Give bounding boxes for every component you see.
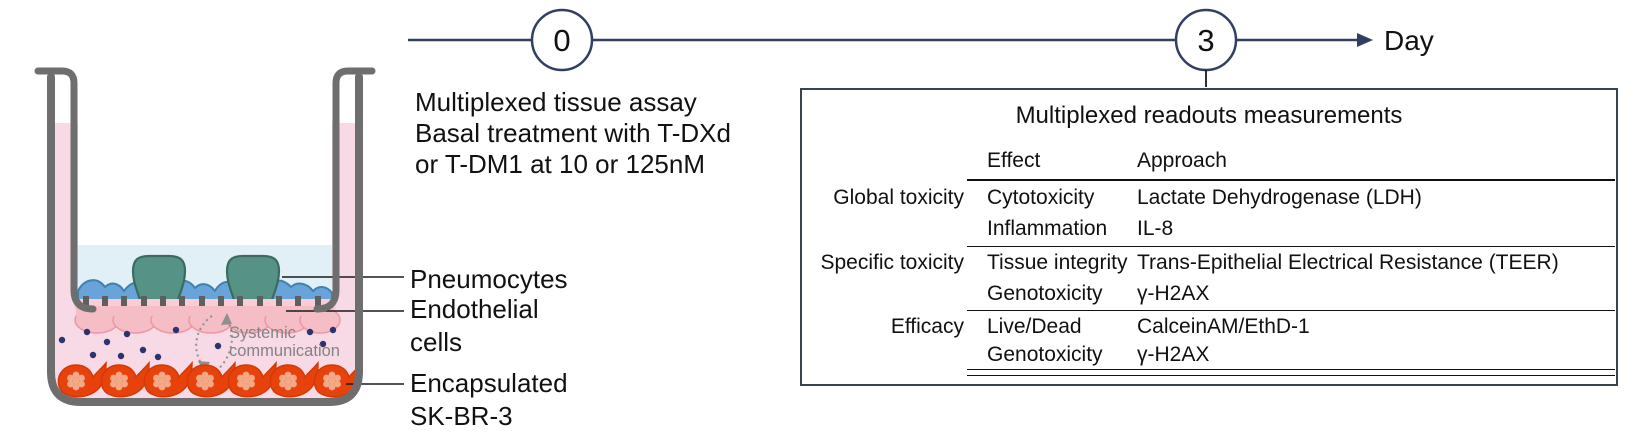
approach-cell: IL-8	[1137, 217, 1174, 240]
readouts-title: Multiplexed readouts measurements	[1015, 102, 1403, 129]
mediator-dots	[58, 326, 337, 361]
systemic-label-line2: communication	[229, 342, 340, 360]
endothelial-layer	[74, 306, 341, 334]
readouts-table: Multiplexed readouts measurements Effect…	[800, 88, 1618, 386]
treatment-annotation: Multiplexed tissue assay Basal treatment…	[415, 87, 731, 180]
effect-cell: Inflammation	[987, 217, 1108, 240]
timeline-axis	[408, 8, 1373, 87]
effect-cell: Live/Dead	[987, 315, 1082, 338]
annotation-line-1: Multiplexed tissue assay	[415, 87, 697, 117]
approach-cell: γ-H2AX	[1137, 343, 1210, 366]
approach-cell: CalceinAM/EthD-1	[1137, 315, 1310, 338]
transwell-insert-walls	[34, 67, 376, 313]
encapsulated-label-line1: Encapsulated	[410, 368, 568, 398]
bottom-double-rule	[967, 369, 1615, 376]
systemic-label-line1: Systemic	[229, 324, 296, 342]
effect-cell: Genotoxicity	[987, 343, 1103, 366]
column-header-approach: Approach	[1137, 149, 1227, 172]
systemic-communication-label: Systemic communication	[229, 324, 340, 360]
annotation-line-3: or T-DM1 at 10 or 125nM	[415, 149, 705, 179]
group-label-global-toxicity: Global toxicity	[833, 186, 964, 209]
encapsulated-label: Encapsulated SK-BR-3	[410, 367, 568, 433]
annotation-line-2: Basal treatment with T-DXd	[415, 118, 731, 148]
day-0-number: 0	[553, 23, 571, 58]
effect-cell: Genotoxicity	[987, 282, 1103, 305]
section-rule	[967, 246, 1615, 247]
arrowhead-up	[221, 313, 232, 325]
approach-cell: Trans-Epithelial Electrical Resistance (…	[1137, 251, 1559, 274]
insert-interior	[78, 66, 332, 246]
effect-cell: Tissue integrity	[987, 251, 1128, 274]
effect-cell: Cytotoxicity	[987, 186, 1095, 209]
header-rule	[967, 179, 1615, 181]
day-3-number: 3	[1197, 23, 1215, 58]
group-label-specific-toxicity: Specific toxicity	[820, 251, 964, 274]
timeline-day-label: Day	[1384, 25, 1434, 56]
approach-cell: Lactate Dehydrogenase (LDH)	[1137, 186, 1422, 209]
endothelial-label: Endothelial cells	[410, 293, 539, 359]
group-label-efficacy: Efficacy	[890, 315, 964, 338]
outer-well-walls	[47, 73, 363, 406]
endothelial-label-line2: cells	[410, 327, 463, 357]
endothelial-label-line1: Endothelial	[410, 294, 539, 324]
column-header-effect: Effect	[987, 149, 1041, 172]
encapsulated-label-line2: SK-BR-3	[410, 401, 513, 431]
section-rule	[967, 310, 1615, 311]
approach-cell: γ-H2AX	[1137, 282, 1210, 305]
day-0-marker	[530, 8, 594, 72]
pneumocytes-label: Pneumocytes	[410, 264, 568, 294]
membrane-posts	[83, 296, 321, 308]
timeline-arrowhead	[1357, 33, 1373, 47]
